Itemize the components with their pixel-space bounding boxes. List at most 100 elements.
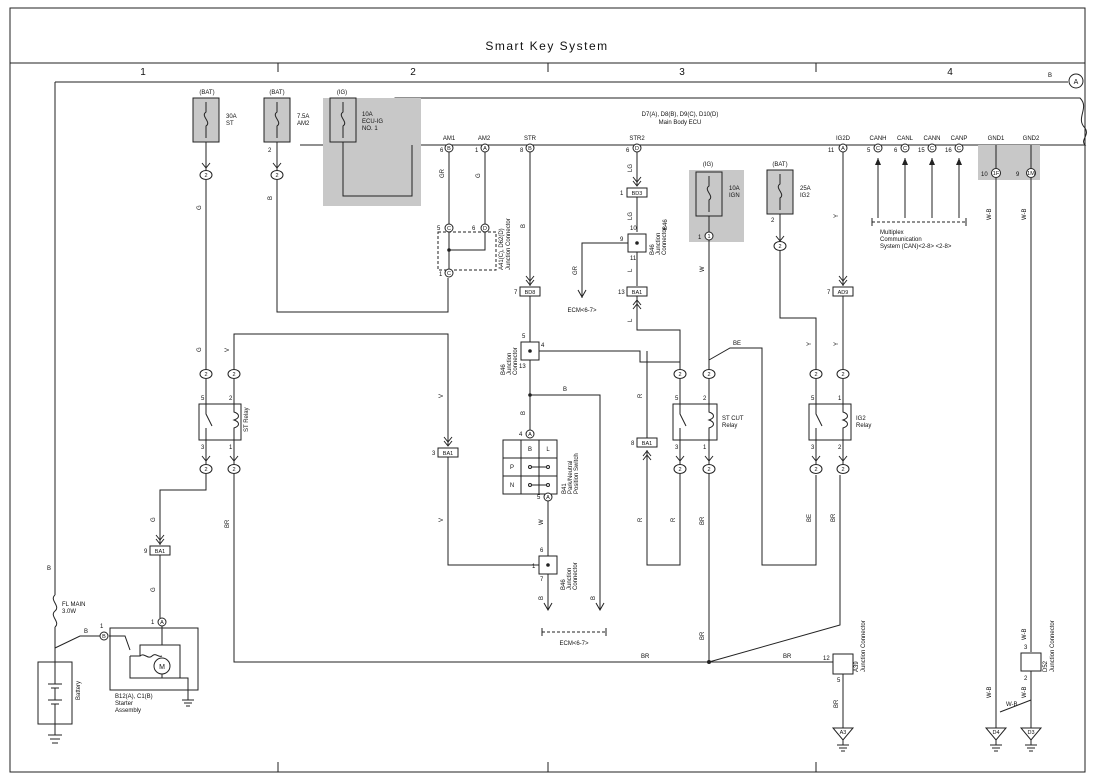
svg-text:Battery: Battery	[76, 681, 82, 700]
svg-text:BR: BR	[783, 654, 792, 660]
svg-text:5: 5	[437, 226, 441, 232]
svg-text:G: G	[197, 205, 203, 210]
svg-text:ST: ST	[226, 121, 234, 127]
svg-text:B41: B41	[562, 483, 568, 494]
svg-text:LG: LG	[628, 164, 634, 172]
svg-text:B46: B46	[663, 219, 669, 230]
svg-text:B: B	[528, 447, 532, 453]
svg-text:2: 2	[771, 218, 775, 224]
grid-4: 4	[947, 67, 953, 78]
svg-text:2: 2	[703, 396, 707, 402]
st-cut-relay	[672, 403, 718, 441]
svg-text:AM2: AM2	[478, 136, 491, 142]
svg-text:B46: B46	[501, 364, 507, 375]
svg-text:V: V	[225, 348, 231, 352]
ground-starter	[182, 699, 194, 707]
svg-text:6: 6	[626, 148, 630, 154]
svg-text:B: B	[268, 196, 274, 200]
svg-text:Junction Connector: Junction Connector	[1050, 620, 1056, 672]
svg-text:16: 16	[945, 148, 952, 154]
d52-junction-connector	[1020, 652, 1042, 672]
svg-text:13: 13	[618, 290, 625, 296]
svg-text:Position Switch: Position Switch	[574, 453, 580, 494]
svg-text:L: L	[546, 447, 550, 453]
svg-text:A: A	[841, 146, 845, 152]
svg-text:B46: B46	[561, 579, 567, 590]
svg-text:BR: BR	[225, 519, 231, 528]
svg-text:Y: Y	[834, 214, 840, 218]
svg-text:3: 3	[811, 445, 815, 451]
svg-text:1F: 1F	[993, 171, 1000, 177]
svg-text:2: 2	[678, 467, 681, 473]
svg-text:A39: A39	[854, 661, 860, 672]
svg-text:CANN: CANN	[923, 136, 940, 142]
svg-text:W-B: W-B	[987, 686, 993, 698]
svg-text:6: 6	[472, 226, 476, 232]
svg-text:3: 3	[432, 451, 436, 457]
svg-text:A: A	[528, 432, 532, 438]
svg-text:2: 2	[814, 467, 817, 473]
svg-text:5: 5	[201, 396, 205, 402]
svg-text:System (CAN)<2-8> <2-8>: System (CAN)<2-8> <2-8>	[880, 244, 952, 250]
svg-text:R: R	[671, 517, 677, 522]
svg-text:GR: GR	[440, 168, 446, 178]
svg-text:L: L	[628, 268, 634, 272]
svg-text:Junction Connector: Junction Connector	[506, 218, 512, 270]
svg-text:9: 9	[144, 549, 148, 555]
svg-text:B: B	[563, 387, 567, 393]
grid-ticks	[277, 63, 817, 772]
svg-text:Connector: Connector	[573, 562, 579, 590]
svg-text:5: 5	[522, 334, 526, 340]
svg-text:IGN: IGN	[729, 193, 740, 199]
svg-text:12: 12	[823, 656, 830, 662]
svg-text:Y: Y	[834, 342, 840, 346]
svg-text:STR2: STR2	[629, 136, 645, 142]
svg-text:Junction: Junction	[507, 353, 513, 375]
svg-text:(IG): (IG)	[337, 90, 347, 96]
st-relay	[198, 403, 242, 441]
svg-text:W-B: W-B	[987, 208, 993, 220]
svg-text:B: B	[521, 224, 527, 228]
svg-text:Junction: Junction	[656, 233, 662, 255]
svg-text:GND1: GND1	[988, 136, 1005, 142]
svg-text:1: 1	[698, 235, 702, 241]
svg-text:Communication: Communication	[880, 237, 922, 243]
svg-text:IG2D: IG2D	[836, 136, 851, 142]
svg-text:1: 1	[707, 234, 710, 240]
svg-text:W: W	[539, 519, 545, 525]
svg-text:N: N	[510, 483, 514, 489]
svg-text:B: B	[84, 629, 88, 635]
svg-text:L: L	[628, 318, 634, 322]
svg-text:Relay: Relay	[856, 423, 871, 429]
svg-text:2: 2	[814, 372, 817, 378]
svg-text:30A: 30A	[226, 114, 237, 120]
svg-text:1: 1	[439, 272, 443, 278]
svg-text:1: 1	[100, 624, 104, 630]
ground-d3	[1019, 727, 1043, 741]
page-title: Smart Key System	[485, 39, 608, 53]
svg-text:NO. 1: NO. 1	[362, 126, 378, 132]
svg-text:B: B	[521, 411, 527, 415]
svg-text:7.5A: 7.5A	[297, 114, 309, 120]
svg-text:BR: BR	[641, 654, 650, 660]
svg-text:D3: D3	[1027, 730, 1034, 736]
a41-junction-connector	[437, 231, 497, 271]
svg-text:G: G	[197, 347, 203, 352]
svg-text:2: 2	[707, 467, 710, 473]
svg-text:7: 7	[827, 290, 831, 296]
svg-text:D52: D52	[1043, 660, 1049, 672]
svg-text:GND2: GND2	[1023, 136, 1040, 142]
svg-text:B: B	[528, 146, 532, 152]
offpage-a	[1068, 73, 1084, 89]
svg-text:10A: 10A	[729, 186, 740, 192]
svg-text:BR: BR	[700, 516, 706, 525]
svg-text:2: 2	[268, 148, 272, 154]
svg-text:B46: B46	[650, 244, 656, 255]
svg-text:BD3: BD3	[632, 191, 643, 197]
svg-text:A: A	[1074, 79, 1079, 86]
svg-text:BA1: BA1	[155, 549, 165, 555]
grid-3: 3	[679, 67, 685, 78]
ground-a3	[831, 727, 855, 741]
st-cut-relay-label: ST CUT	[722, 416, 744, 422]
svg-text:2: 2	[229, 396, 233, 402]
